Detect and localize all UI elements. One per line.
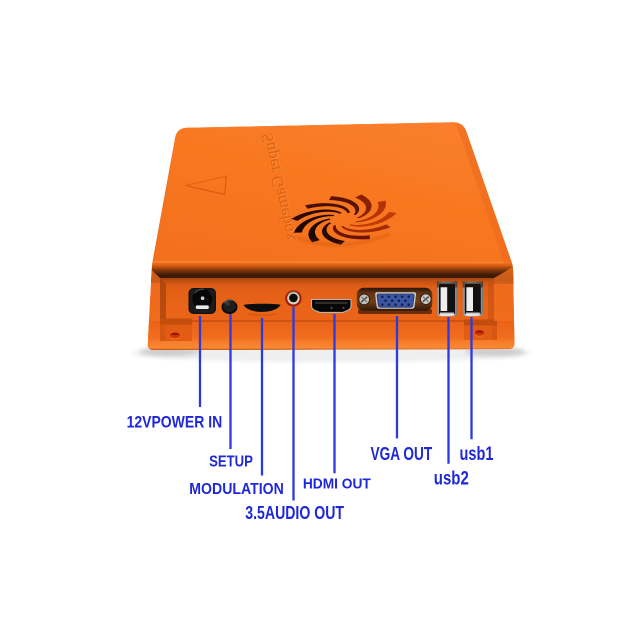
svg-text:MODULATION: MODULATION — [189, 481, 283, 498]
svg-text:12VPOWER IN: 12VPOWER IN — [127, 413, 223, 432]
svg-text:SETUP: SETUP — [209, 454, 253, 471]
svg-text:VGA OUT: VGA OUT — [371, 443, 433, 464]
svg-text:HDMI OUT: HDMI OUT — [303, 476, 371, 493]
svg-text:usb1: usb1 — [460, 444, 494, 465]
svg-text:3.5AUDIO OUT: 3.5AUDIO OUT — [245, 503, 344, 523]
svg-text:usb2: usb2 — [434, 468, 469, 489]
